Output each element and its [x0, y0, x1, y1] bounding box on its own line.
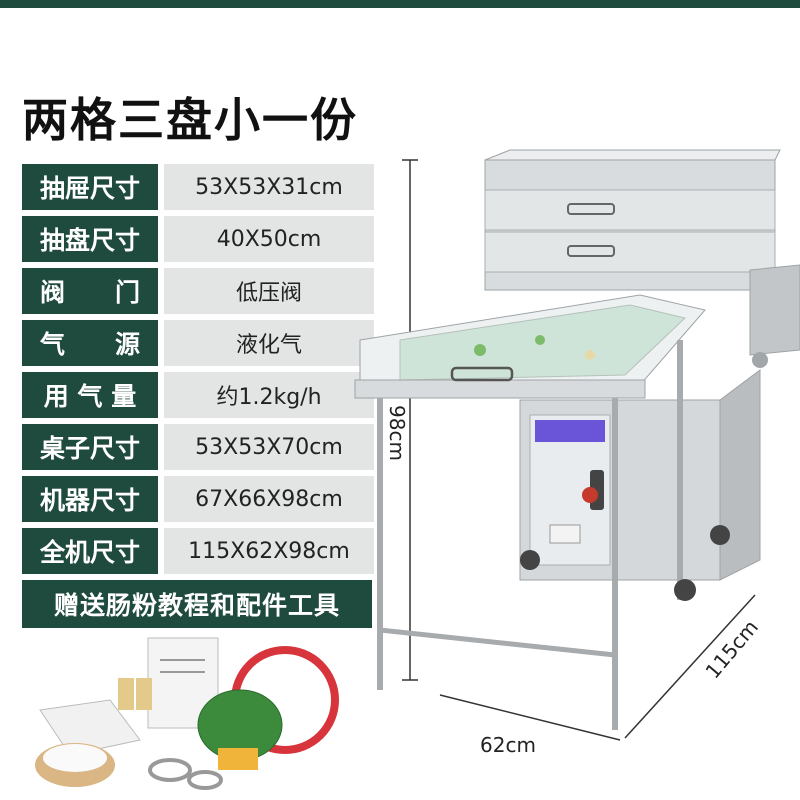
spec-label: 抽盘尺寸: [22, 216, 158, 262]
spec-row: 桌子尺寸 53X53X70cm: [22, 424, 374, 470]
spec-row: 阀 门 低压阀: [22, 268, 374, 314]
cabinet-body: [519, 369, 761, 581]
spec-value: 约1.2kg/h: [164, 372, 374, 418]
height-dimension-line: [402, 159, 418, 681]
spec-value: 液化气: [164, 320, 374, 366]
side-shelf: [749, 264, 800, 368]
top-accent-bar: [0, 0, 800, 8]
flour-bowl: [35, 743, 115, 787]
depth-dimension-line: [439, 694, 621, 741]
accessories-illustration: [35, 637, 339, 790]
brushes: [118, 678, 152, 710]
spec-label: 气 源: [22, 320, 158, 366]
spec-value: 40X50cm: [164, 216, 374, 262]
upper-drawer-cabinet: [484, 149, 781, 291]
steamer-machine-illustration: 98cm: [354, 149, 800, 757]
caster-wheels: [520, 525, 730, 601]
spec-row: 用 气 量 约1.2kg/h: [22, 372, 374, 418]
steam-tray: [354, 294, 706, 399]
scraper-tool: [39, 699, 141, 756]
spec-label: 桌子尺寸: [22, 424, 158, 470]
spec-row: 气 源 液化气: [22, 320, 374, 366]
hose-clamps: [148, 758, 223, 790]
spec-label: 抽屉尺寸: [22, 164, 158, 210]
table-frame: [377, 340, 683, 730]
page-title: 两格三盘小一份: [22, 93, 358, 147]
spec-value: 低压阀: [164, 268, 374, 314]
length-dimension-line: [624, 594, 756, 739]
spec-row: 全机尺寸 115X62X98cm: [22, 528, 374, 574]
spec-label: 用 气 量: [22, 372, 158, 418]
spec-value: 53X53X31cm: [164, 164, 374, 210]
spec-value: 67X66X98cm: [164, 476, 374, 522]
spec-value: 53X53X70cm: [164, 424, 374, 470]
spec-value: 115X62X98cm: [164, 528, 374, 574]
spec-label: 机器尺寸: [22, 476, 158, 522]
spec-label: 阀 门: [22, 268, 158, 314]
spec-table: 抽屉尺寸 53X53X31cm 抽盘尺寸 40X50cm 阀 门 低压阀 气 源…: [22, 164, 374, 580]
depth-dimension-label: 62cm: [480, 733, 536, 757]
length-dimension-label: 115cm: [700, 615, 763, 683]
bonus-banner: 赠送肠粉教程和配件工具: [22, 580, 372, 628]
spec-row: 机器尺寸 67X66X98cm: [22, 476, 374, 522]
height-dimension-label: 98cm: [385, 405, 409, 461]
gas-regulator: [197, 689, 283, 770]
spec-row: 抽屉尺寸 53X53X31cm: [22, 164, 374, 210]
spec-label: 全机尺寸: [22, 528, 158, 574]
spec-row: 抽盘尺寸 40X50cm: [22, 216, 374, 262]
